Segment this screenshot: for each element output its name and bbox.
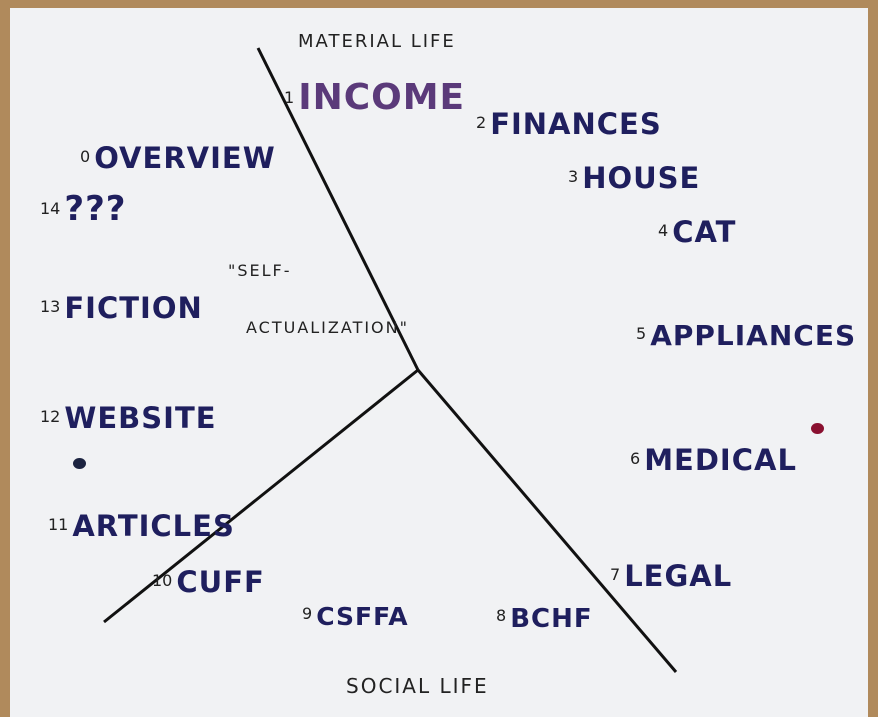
item-label: ARTICLES [72, 509, 235, 543]
material-life-heading: MATERIAL LIFE [298, 31, 456, 52]
item-label: CSFFA [316, 602, 409, 631]
social-life-heading: SOCIAL LIFE [346, 674, 489, 698]
item-label: OVERVIEW [94, 141, 276, 175]
item-number: 2 [476, 112, 487, 132]
item-label: WEBSITE [64, 401, 217, 435]
item-label: APPLIANCES [650, 319, 857, 352]
item-number: 9 [302, 603, 313, 623]
item-number: 10 [152, 570, 173, 590]
item-label: BCHF [510, 604, 593, 634]
item-number: 1 [284, 87, 295, 107]
item-number: 5 [636, 323, 647, 343]
item-label: CAT [672, 215, 737, 249]
red-pushpin [811, 423, 824, 434]
item-number: 6 [630, 448, 641, 468]
self-actualization-line1: "SELF- [228, 261, 292, 280]
item-label: MEDICAL [644, 443, 797, 477]
item-label: ??? [64, 189, 127, 229]
item-number: 12 [40, 406, 61, 426]
item-number: 8 [496, 605, 507, 625]
item-number: 13 [40, 296, 61, 316]
item-number: 7 [610, 564, 621, 584]
item-number: 11 [48, 514, 69, 534]
item-label: CUFF [176, 565, 265, 599]
item-question-marks: 14??? [40, 192, 127, 226]
item-label: FINANCES [490, 107, 662, 141]
item-label: HOUSE [582, 161, 701, 195]
self-actualization-line2: ACTUALIZATION" [246, 318, 409, 337]
item-label: FICTION [64, 291, 203, 325]
item-number: 4 [658, 220, 669, 240]
item-label: LEGAL [624, 559, 733, 593]
item-number: 0 [80, 146, 91, 166]
item-number: 14 [40, 198, 61, 218]
item-number: 3 [568, 166, 579, 186]
item-label: INCOME [298, 77, 466, 118]
blue-pushpin [73, 458, 86, 469]
